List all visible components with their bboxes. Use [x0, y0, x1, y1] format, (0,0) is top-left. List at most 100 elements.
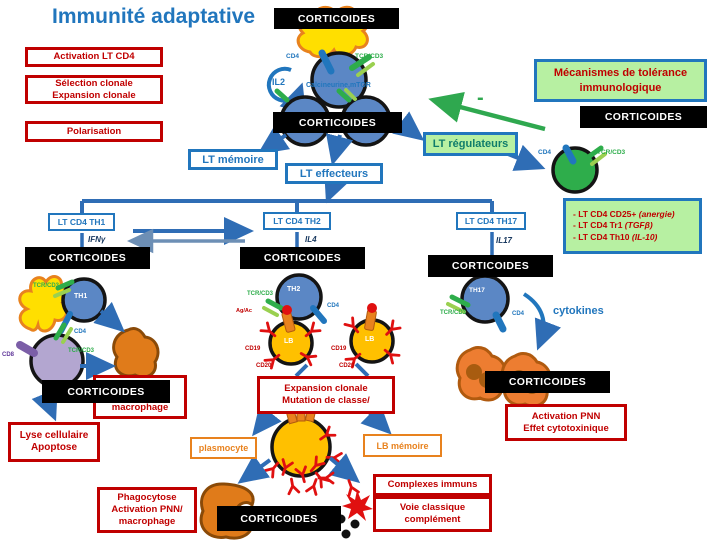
th2-cd4-label: CD4 — [327, 303, 340, 309]
th17-cell-label: TH17 — [469, 287, 485, 294]
phago-line1: Phagocytose — [117, 492, 177, 504]
tolerance-list-line: - LT CD4 CD25+ (anergie) — [573, 209, 675, 220]
voie-line2: complément — [404, 514, 461, 525]
tcr-cd3-receptor — [61, 327, 73, 344]
cytokines-label: cytokines — [553, 305, 604, 317]
lt-effecteurs-box: LT effecteurs — [285, 163, 383, 184]
tolerance-line2: immunologique — [579, 81, 662, 94]
tcr-cd3-receptor — [446, 302, 466, 314]
cd4-label: CD4 — [286, 53, 300, 60]
cd8-label: CD8 — [2, 352, 15, 358]
tcr-cd3-receptor — [274, 88, 290, 103]
corticoides-box-macrophage: CORTICOIDES — [42, 380, 170, 403]
tcr-cd3-receptor — [344, 88, 357, 101]
cd4-receptor — [318, 49, 335, 75]
page-title: Immunité adaptative — [52, 5, 256, 28]
expansion-line2: Mutation de classe/ — [282, 395, 370, 406]
expansion-clonale-box: Expansion clonale Mutation de classe/ — [257, 376, 395, 414]
cd4-receptor — [562, 144, 577, 165]
step-selection-box: Sélection clonale Expansion clonale — [25, 75, 163, 104]
voie-classique-box: Voie classique complément — [373, 496, 492, 532]
tcr-cd3-receptor — [55, 279, 75, 291]
treg-tcr-label: TCR/CD3 — [597, 149, 626, 156]
ag-ac-label: Ag/Ac — [236, 308, 252, 314]
antigen — [367, 303, 377, 313]
treg-cd4-label: CD4 — [538, 149, 552, 156]
tolerance-list-line: - LT CD4 Th10 (IL-10) — [573, 231, 658, 242]
cd19-label: CD19 — [331, 346, 347, 352]
tcr-cd3-receptor — [336, 88, 352, 103]
arrow-plasmo-to-complexes — [328, 453, 361, 484]
phagocytose-box: Phagocytose Activation PNN/ macrophage — [97, 487, 197, 533]
th17-cell — [460, 274, 510, 324]
th2-cell-label: TH2 — [287, 286, 301, 293]
lyse-line2: Apoptose — [30, 442, 78, 453]
activation-pnn-box: Activation PNN Effet cytotoxinique — [505, 404, 627, 441]
calcineurine-mtor-label: Calcineurine,mTOR — [306, 82, 371, 89]
arrow-th1-to-macrophage — [93, 301, 125, 333]
lt-memoire-box: LT mémoire — [188, 149, 278, 170]
cd8-receptor — [16, 341, 38, 357]
step-selection-line1: Sélection clonale — [55, 77, 133, 89]
inhibition-arrow — [428, 91, 546, 132]
cd8-tcr-label: TCR/CD3 — [68, 348, 95, 354]
step-selection-line2: Expansion clonale — [52, 89, 136, 101]
arrow-to-regulateurs — [392, 111, 425, 141]
cd4-receptor — [310, 305, 327, 324]
th1-cell-label: TH1 — [74, 293, 88, 300]
arrow-to-plasmocyte — [252, 404, 282, 437]
complement-dot — [341, 529, 351, 539]
antigen — [282, 305, 292, 315]
tcr-cd3-receptor — [590, 152, 607, 166]
voie-line1: Voie classique — [399, 502, 466, 514]
macrophage-partial-label: macrophage — [111, 402, 169, 414]
tcr-cd3-receptor — [349, 54, 372, 71]
plasmocyte-cell — [270, 416, 332, 478]
ifng-label: IFNγ — [86, 235, 108, 244]
expansion-line1: Expansion clonale — [284, 383, 368, 395]
corticoides-box-top: CORTICOIDES — [274, 8, 399, 29]
pnn-nucleus — [466, 364, 482, 380]
corticoides-box-th1: CORTICOIDES — [25, 247, 150, 269]
complement-dot — [350, 519, 360, 529]
pnn-line2: Effet cytotoxinique — [523, 422, 609, 434]
phago-line3: macrophage — [118, 515, 176, 527]
lb-link — [354, 362, 370, 378]
corticoides-box-th17: CORTICOIDES — [428, 255, 553, 277]
il2-label: IL2 — [272, 77, 286, 87]
immune-complex — [342, 490, 373, 521]
lyse-line1: Lyse cellulaire — [19, 429, 89, 441]
th1-box: LT CD4 TH1 — [48, 213, 115, 231]
th17-cd4-label: CD4 — [512, 311, 525, 317]
tolerance-line1: Mécanismes de tolérance — [553, 67, 688, 80]
tolerance-list-line: - LT CD4 Tr1 (TGFβ) — [573, 220, 653, 231]
lyse-apoptose-box: Lyse cellulaire Apoptose — [8, 422, 100, 462]
th17-tcr-label: TCR/CD3 — [440, 310, 467, 316]
th1-cd4-label: CD4 — [74, 329, 87, 335]
cd4-receptor — [492, 311, 507, 333]
il4-label: IL4 — [303, 235, 319, 244]
tcr-cd3-receptor — [356, 62, 375, 77]
step-activation-box: Activation LT CD4 — [25, 47, 163, 67]
th1-tcr-label: TCR/CD3 — [33, 283, 60, 289]
corticoides-box-th2: CORTICOIDES — [240, 247, 365, 269]
cd20-label: CD20 — [339, 363, 355, 369]
th17-box: LT CD4 TH17 — [456, 212, 526, 230]
tcr-cd3-receptor — [584, 145, 604, 161]
tolerance-box: Mécanismes de tolérance immunologique — [534, 59, 707, 102]
tcr-cd3-receptor — [53, 322, 67, 341]
arrow-cytokines — [522, 292, 561, 351]
arrow-to-effecteurs — [326, 133, 354, 166]
plasmocyte-box: plasmocyte — [190, 437, 257, 459]
il17-label: IL17 — [494, 236, 515, 245]
arrow-to-memoire — [257, 126, 291, 155]
lb-memoire-box: LB mémoire — [363, 434, 442, 457]
arrow-effecteurs-branch — [324, 170, 351, 204]
arrow-regulateurs-to-treg — [507, 144, 546, 171]
tcr-cd3-label: TCR/CD3 — [355, 53, 384, 60]
th-box-connectors — [80, 232, 494, 255]
pnn-line1: Activation PNN — [531, 410, 601, 422]
lb-link — [294, 363, 309, 378]
